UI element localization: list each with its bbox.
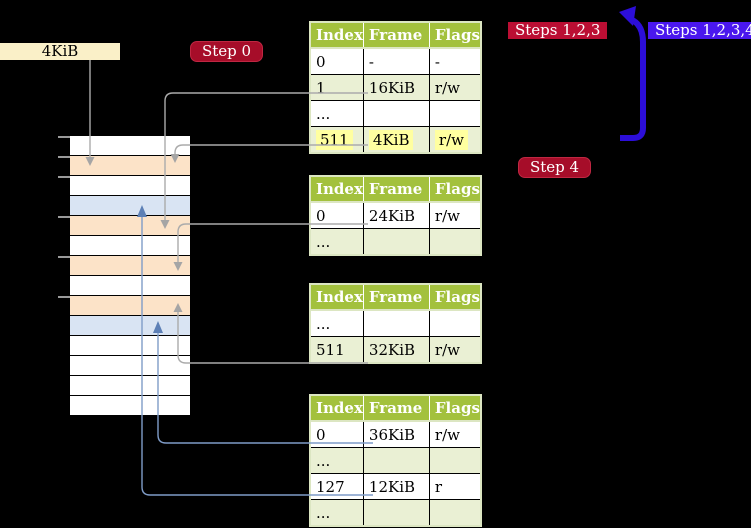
cell-flags xyxy=(428,309,482,337)
col-header-index: Index xyxy=(310,176,364,203)
col-header-index: Index xyxy=(310,284,364,311)
highlight: 4KiB xyxy=(368,129,414,150)
cell-frame xyxy=(362,309,430,337)
page-table-level2: Index Frame Flags ... 511 32KiB r/w xyxy=(309,283,482,364)
cell-frame: 24KiB xyxy=(362,201,430,229)
table-header-row: Index Frame Flags xyxy=(310,22,482,49)
cell-flags xyxy=(428,100,482,127)
cell-index: 0 xyxy=(309,201,364,229)
cell-index: 511 xyxy=(309,126,364,154)
cell-flags xyxy=(428,447,482,474)
cell-frame: 32KiB xyxy=(362,336,430,364)
cell-frame xyxy=(362,447,430,474)
cell-flags xyxy=(428,228,482,256)
table-row: 0 - - xyxy=(309,47,482,75)
col-header-frame: Frame xyxy=(363,176,430,203)
cell-index: ... xyxy=(309,228,364,256)
col-header-frame: Frame xyxy=(363,395,430,422)
step4-badge: Step 4 xyxy=(518,157,592,178)
table-row: 0 36KiB r/w xyxy=(309,420,482,448)
cell-flags: r/w xyxy=(428,74,482,101)
table-header-row: Index Frame Flags xyxy=(310,176,482,203)
memory-strip xyxy=(70,136,190,416)
cell-index: 511 xyxy=(309,336,364,364)
cell-flags: r/w xyxy=(428,126,482,154)
cell-frame: 16KiB xyxy=(362,74,430,101)
memory-row-1 xyxy=(70,136,190,156)
table-row: 1 16KiB r/w xyxy=(309,74,482,101)
col-header-flags: Flags xyxy=(429,176,482,203)
memory-row-2 xyxy=(70,156,190,176)
table-row: ... xyxy=(309,228,482,256)
col-header-index: Index xyxy=(310,22,364,49)
memory-row-7 xyxy=(70,256,190,276)
cell-frame xyxy=(362,499,430,527)
memory-row-9 xyxy=(70,296,190,316)
cell-index: 0 xyxy=(309,420,364,448)
cell-index: ... xyxy=(309,447,364,474)
table-header-row: Index Frame Flags xyxy=(310,284,482,311)
memory-row-3 xyxy=(70,176,190,196)
col-header-flags: Flags xyxy=(429,284,482,311)
steps123-badge: Steps 1,2,3 xyxy=(508,22,608,39)
table-row: ... xyxy=(309,309,482,337)
col-header-frame: Frame xyxy=(363,284,430,311)
col-header-index: Index xyxy=(310,395,364,422)
cell-flags: r/w xyxy=(428,201,482,229)
cell-index: ... xyxy=(309,309,364,337)
table-row: ... xyxy=(309,499,482,527)
table-row: 127 12KiB r xyxy=(309,473,482,500)
cell-frame: 36KiB xyxy=(362,420,430,448)
memory-row-6 xyxy=(70,236,190,256)
cell-frame: - xyxy=(362,47,430,75)
cell-index: 1 xyxy=(309,74,364,101)
page-table-level4: Index Frame Flags 0 - - 1 16KiB r/w ... xyxy=(309,21,482,154)
address-ticks xyxy=(58,136,70,298)
cell-frame: 4KiB xyxy=(362,126,430,154)
memory-row-8 xyxy=(70,276,190,296)
col-header-frame: Frame xyxy=(363,22,430,49)
highlight: r/w xyxy=(434,129,468,150)
table-header-row: Index Frame Flags xyxy=(310,395,482,422)
cell-flags xyxy=(428,499,482,527)
cell-index: 127 xyxy=(309,473,364,500)
memory-row-10 xyxy=(70,316,190,336)
page-size-label: 4KiB xyxy=(0,43,120,60)
page-table-level1: Index Frame Flags 0 36KiB r/w ... 127 12… xyxy=(309,394,482,527)
cell-flags: r xyxy=(428,473,482,500)
table-row-highlighted: 511 4KiB r/w xyxy=(309,126,482,154)
cell-index: ... xyxy=(309,100,364,127)
cell-flags: r/w xyxy=(428,420,482,448)
cell-flags: - xyxy=(428,47,482,75)
step0-badge: Step 0 xyxy=(190,41,264,62)
cell-frame xyxy=(362,228,430,256)
col-header-flags: Flags xyxy=(429,22,482,49)
memory-row-14 xyxy=(70,396,190,416)
page-table-level3: Index Frame Flags 0 24KiB r/w ... xyxy=(309,175,482,256)
highlight: 511 xyxy=(316,129,353,150)
memory-row-11 xyxy=(70,336,190,356)
col-header-flags: Flags xyxy=(429,395,482,422)
steps1234-badge: Steps 1,2,3,4 xyxy=(648,22,751,39)
cell-flags: r/w xyxy=(428,336,482,364)
memory-row-13 xyxy=(70,376,190,396)
cell-frame: 12KiB xyxy=(362,473,430,500)
memory-row-12 xyxy=(70,356,190,376)
table-row: 0 24KiB r/w xyxy=(309,201,482,229)
memory-row-4 xyxy=(70,196,190,216)
table-row: ... xyxy=(309,100,482,127)
cell-frame xyxy=(362,100,430,127)
cell-index: 0 xyxy=(309,47,364,75)
table-row: 511 32KiB r/w xyxy=(309,336,482,364)
table-row: ... xyxy=(309,447,482,474)
cell-index: ... xyxy=(309,499,364,527)
arrow-recursive-loop xyxy=(619,6,646,141)
memory-row-5 xyxy=(70,216,190,236)
